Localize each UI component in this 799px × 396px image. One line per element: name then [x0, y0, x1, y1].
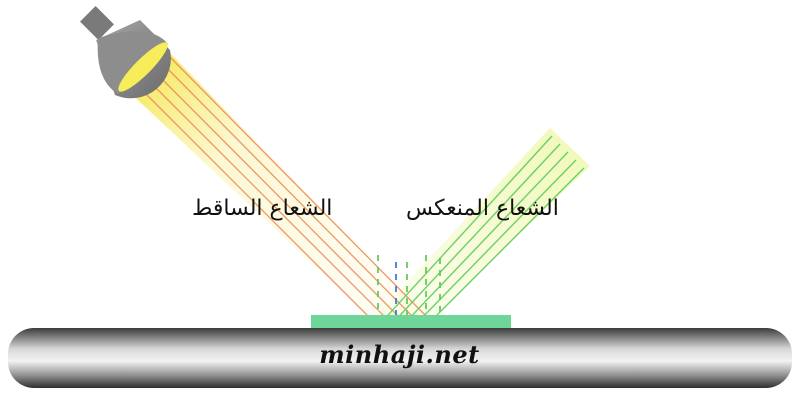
reflected-beam — [372, 128, 590, 320]
reflected-rays — [377, 135, 585, 327]
incident-rays — [131, 49, 429, 327]
spotlight-lamp-icon — [80, 6, 171, 99]
normal-lines — [377, 255, 441, 322]
incident-ray-label: الشعاع الساقط — [192, 196, 333, 221]
surface-bar — [8, 328, 792, 388]
watermark: minhaji.net — [319, 340, 480, 369]
reflective-surface-strip — [311, 315, 511, 329]
reflected-ray-label: الشعاع المنعكس — [406, 196, 559, 221]
incident-beam — [125, 48, 430, 320]
